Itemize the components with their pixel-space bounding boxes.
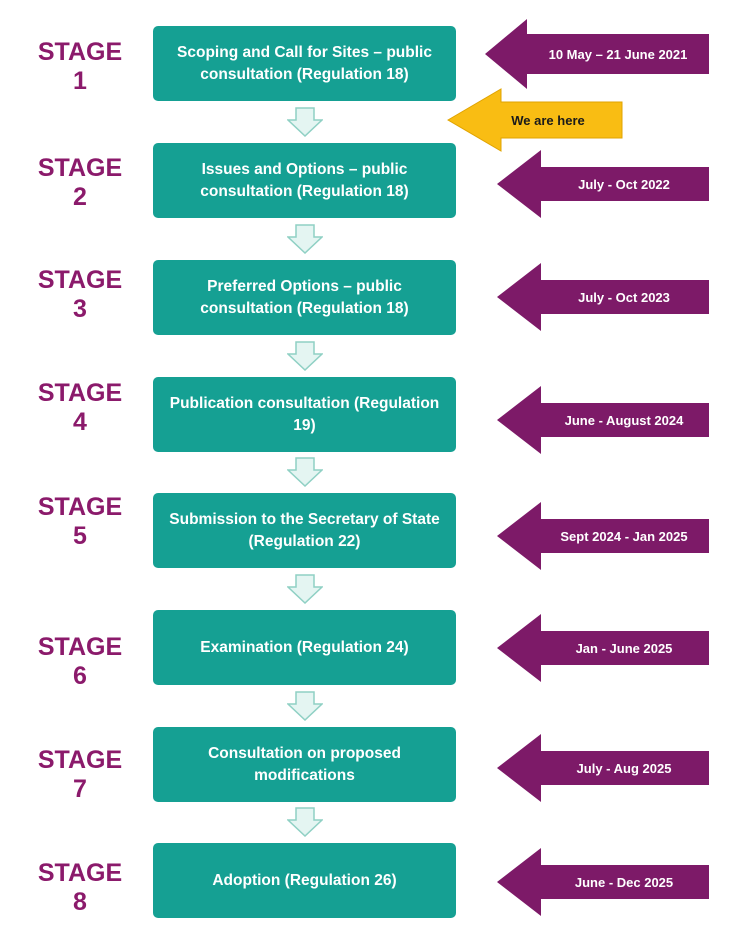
stage-box-text: Preferred Options – public consultation … xyxy=(200,277,409,317)
date-label: 10 May – 21 June 2021 xyxy=(548,46,688,62)
stage-box-text: Submission to the Secretary of State (Re… xyxy=(169,510,440,550)
stage-word: STAGE xyxy=(37,859,123,887)
stage-word: STAGE xyxy=(37,379,123,407)
left-arrow-icon xyxy=(497,502,709,570)
date-label: Jan - June 2025 xyxy=(575,640,673,656)
left-arrow-icon xyxy=(497,263,709,331)
stage-box-text: Consultation on proposed modifications xyxy=(208,744,401,784)
stage-word: STAGE xyxy=(37,38,123,66)
stage-number: 4 xyxy=(73,408,87,436)
stage-box-8: Adoption (Regulation 26) xyxy=(153,843,456,918)
stage-number: 3 xyxy=(73,295,87,323)
down-arrow-icon xyxy=(286,574,324,605)
stage-box-6: Examination (Regulation 24) xyxy=(153,610,456,685)
date-arrow-7: July - Aug 2025 xyxy=(497,734,709,802)
we-are-here-marker: We are here xyxy=(447,88,623,152)
stage-box-2: Issues and Options – public consultation… xyxy=(153,143,456,218)
stage-box-5: Submission to the Secretary of State (Re… xyxy=(153,493,456,568)
down-arrow-icon xyxy=(286,807,324,838)
date-label: June - Dec 2025 xyxy=(574,874,674,890)
date-arrow-4: June - August 2024 xyxy=(497,386,709,454)
stage-box-7: Consultation on proposed modifications xyxy=(153,727,456,802)
stage-number: 7 xyxy=(73,775,87,803)
stage-label-7: STAGE 7 xyxy=(20,746,140,804)
left-arrow-icon xyxy=(485,19,709,89)
left-arrow-icon xyxy=(497,734,709,802)
stage-label-5: STAGE 5 xyxy=(20,493,140,551)
date-label: July - Oct 2023 xyxy=(578,289,670,305)
date-arrow-3: July - Oct 2023 xyxy=(497,263,709,331)
stage-box-text: Publication consultation (Regulation 19) xyxy=(169,394,440,434)
date-label: July - Aug 2025 xyxy=(576,760,672,776)
stage-label-1: STAGE 1 xyxy=(20,38,140,96)
date-arrow-5: Sept 2024 - Jan 2025 xyxy=(497,502,709,570)
left-arrow-icon xyxy=(497,150,709,218)
stage-word: STAGE xyxy=(37,154,123,182)
date-label: June - August 2024 xyxy=(564,412,684,428)
left-arrow-icon xyxy=(497,848,709,916)
date-arrow-8: June - Dec 2025 xyxy=(497,848,709,916)
stage-box-4: Publication consultation (Regulation 19) xyxy=(153,377,456,452)
down-arrow-icon xyxy=(286,107,324,138)
date-label: July - Oct 2022 xyxy=(578,176,670,192)
down-arrow-icon xyxy=(286,341,324,372)
down-arrow-icon xyxy=(286,691,324,722)
stage-label-4: STAGE 4 xyxy=(20,379,140,437)
date-arrow-2: July - Oct 2022 xyxy=(497,150,709,218)
stage-box-text: Examination (Regulation 24) xyxy=(200,638,409,656)
stage-box-text: Issues and Options – public consultation… xyxy=(200,160,409,200)
date-arrow-6: Jan - June 2025 xyxy=(497,614,709,682)
date-arrow-1: 10 May – 21 June 2021 xyxy=(485,19,709,89)
stage-word: STAGE xyxy=(37,633,123,661)
we-are-here-label: We are here xyxy=(511,112,585,128)
stage-label-8: STAGE 8 xyxy=(20,859,140,917)
stage-number: 5 xyxy=(73,522,87,550)
down-arrow-icon xyxy=(286,457,324,488)
left-arrow-icon xyxy=(497,614,709,682)
stage-number: 1 xyxy=(73,67,87,95)
stage-box-text: Scoping and Call for Sites – public cons… xyxy=(177,43,432,83)
stage-box-3: Preferred Options – public consultation … xyxy=(153,260,456,335)
stage-box-text: Adoption (Regulation 26) xyxy=(212,871,397,889)
stage-label-3: STAGE 3 xyxy=(20,266,140,324)
stage-box-1: Scoping and Call for Sites – public cons… xyxy=(153,26,456,101)
stage-number: 6 xyxy=(73,662,87,690)
date-label: Sept 2024 - Jan 2025 xyxy=(560,528,688,544)
stage-label-2: STAGE 2 xyxy=(20,154,140,212)
stage-number: 8 xyxy=(73,888,87,916)
stage-word: STAGE xyxy=(37,746,123,774)
stage-number: 2 xyxy=(73,183,87,211)
down-arrow-icon xyxy=(286,224,324,255)
stage-label-6: STAGE 6 xyxy=(20,633,140,691)
left-arrow-icon xyxy=(497,386,709,454)
stage-word: STAGE xyxy=(37,493,123,521)
stage-word: STAGE xyxy=(37,266,123,294)
left-arrow-icon xyxy=(447,88,623,152)
